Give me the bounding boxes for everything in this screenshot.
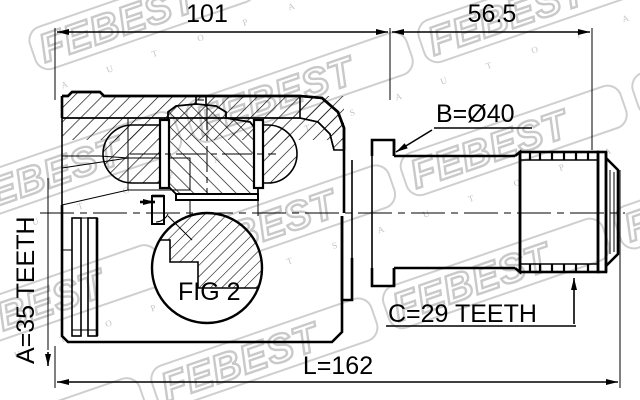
callout-B-bore: B=Ø40 bbox=[395, 100, 532, 153]
watermark-letter: A bbox=[287, 0, 298, 12]
splined-shaft-end bbox=[518, 150, 620, 274]
watermark-letter: O bbox=[104, 317, 115, 329]
watermark-letter: U bbox=[31, 215, 42, 227]
watermark-letter: A bbox=[394, 90, 405, 102]
watermark-letter: S bbox=[348, 106, 358, 118]
dimension-56-5: 56.5 bbox=[392, 0, 593, 150]
fig2-detail-bubble: FIG 2 bbox=[150, 211, 264, 325]
watermark-letter: O bbox=[512, 176, 523, 188]
drive-shaft bbox=[370, 138, 522, 288]
watermark-letter: A bbox=[621, 12, 632, 24]
watermark-letter: T bbox=[150, 47, 160, 59]
watermark-letter: T bbox=[484, 59, 494, 71]
dimension-L162: L=162 bbox=[54, 170, 621, 388]
cv-joint-housing-lower bbox=[60, 205, 344, 344]
watermark-letter: T bbox=[285, 255, 295, 267]
watermark-letter: P bbox=[241, 16, 251, 28]
callout-B-bore-label: B=Ø40 bbox=[436, 100, 515, 128]
dimension-A-teeth: A=35 TEETH bbox=[12, 178, 51, 366]
watermark-letter: O bbox=[530, 43, 541, 55]
dimension-101-label: 101 bbox=[186, 0, 228, 28]
watermark-letter: A bbox=[376, 223, 387, 235]
snap-ring-detail bbox=[140, 194, 169, 225]
dimension-A-teeth-label: A=35 TEETH bbox=[12, 216, 40, 364]
watermark-letter: P bbox=[149, 302, 159, 314]
watermark-letter: S bbox=[331, 239, 341, 251]
housing-neck bbox=[340, 150, 354, 302]
watermark-letter: O bbox=[196, 31, 207, 43]
watermark-letter: U bbox=[13, 348, 24, 360]
dimension-101: 101 bbox=[54, 0, 391, 100]
watermark-letter: U bbox=[439, 74, 450, 86]
callout-C-spline-label: C=29 TEETH bbox=[388, 300, 537, 328]
dimension-56-5-label: 56.5 bbox=[468, 0, 517, 28]
callout-C-spline: C=29 TEETH bbox=[386, 278, 577, 328]
dimension-L162-label: L=162 bbox=[303, 352, 373, 380]
watermark-letter: A bbox=[60, 78, 71, 90]
watermark-letter: T bbox=[76, 200, 86, 212]
tripod-spider-assembly bbox=[102, 95, 298, 216]
watermark-letter: U bbox=[105, 63, 116, 75]
watermark-letter: P bbox=[558, 161, 568, 173]
watermark-letter: U bbox=[421, 207, 432, 219]
watermark-letter: T bbox=[467, 192, 477, 204]
watermark-letter: A bbox=[603, 145, 614, 157]
fig2-label: FIG 2 bbox=[178, 278, 241, 306]
